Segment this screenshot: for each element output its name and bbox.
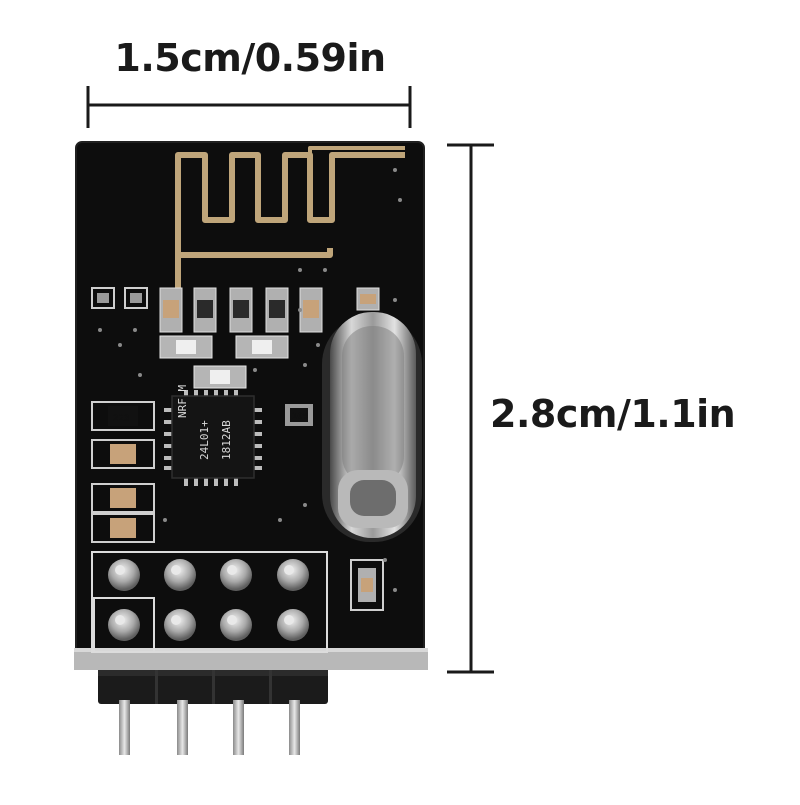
header-pads (91, 551, 328, 653)
crystal-oscillator (322, 312, 422, 542)
resistor-223-label: 223 (113, 414, 129, 424)
chip-marking-line-2: 24L01+ (198, 420, 211, 460)
pin-header (98, 668, 328, 755)
width-dimension-label: 1.5cm/0.59in (114, 36, 386, 80)
chip-marking-line-3: 1812AB (220, 420, 233, 460)
chip-marking-line-1: NRF M (176, 385, 189, 418)
smd-components: 223 105 (91, 287, 384, 611)
antenna-trace (175, 146, 405, 290)
width-dimension-line (86, 86, 412, 128)
height-dimension-line (447, 143, 494, 674)
resistor-105-label: 105 (292, 412, 308, 422)
vias (98, 168, 402, 592)
nrf24l01-chip: NRF M 24L01+ 1812AB (164, 385, 262, 486)
height-dimension-label: 2.8cm/1.1in (490, 392, 736, 436)
